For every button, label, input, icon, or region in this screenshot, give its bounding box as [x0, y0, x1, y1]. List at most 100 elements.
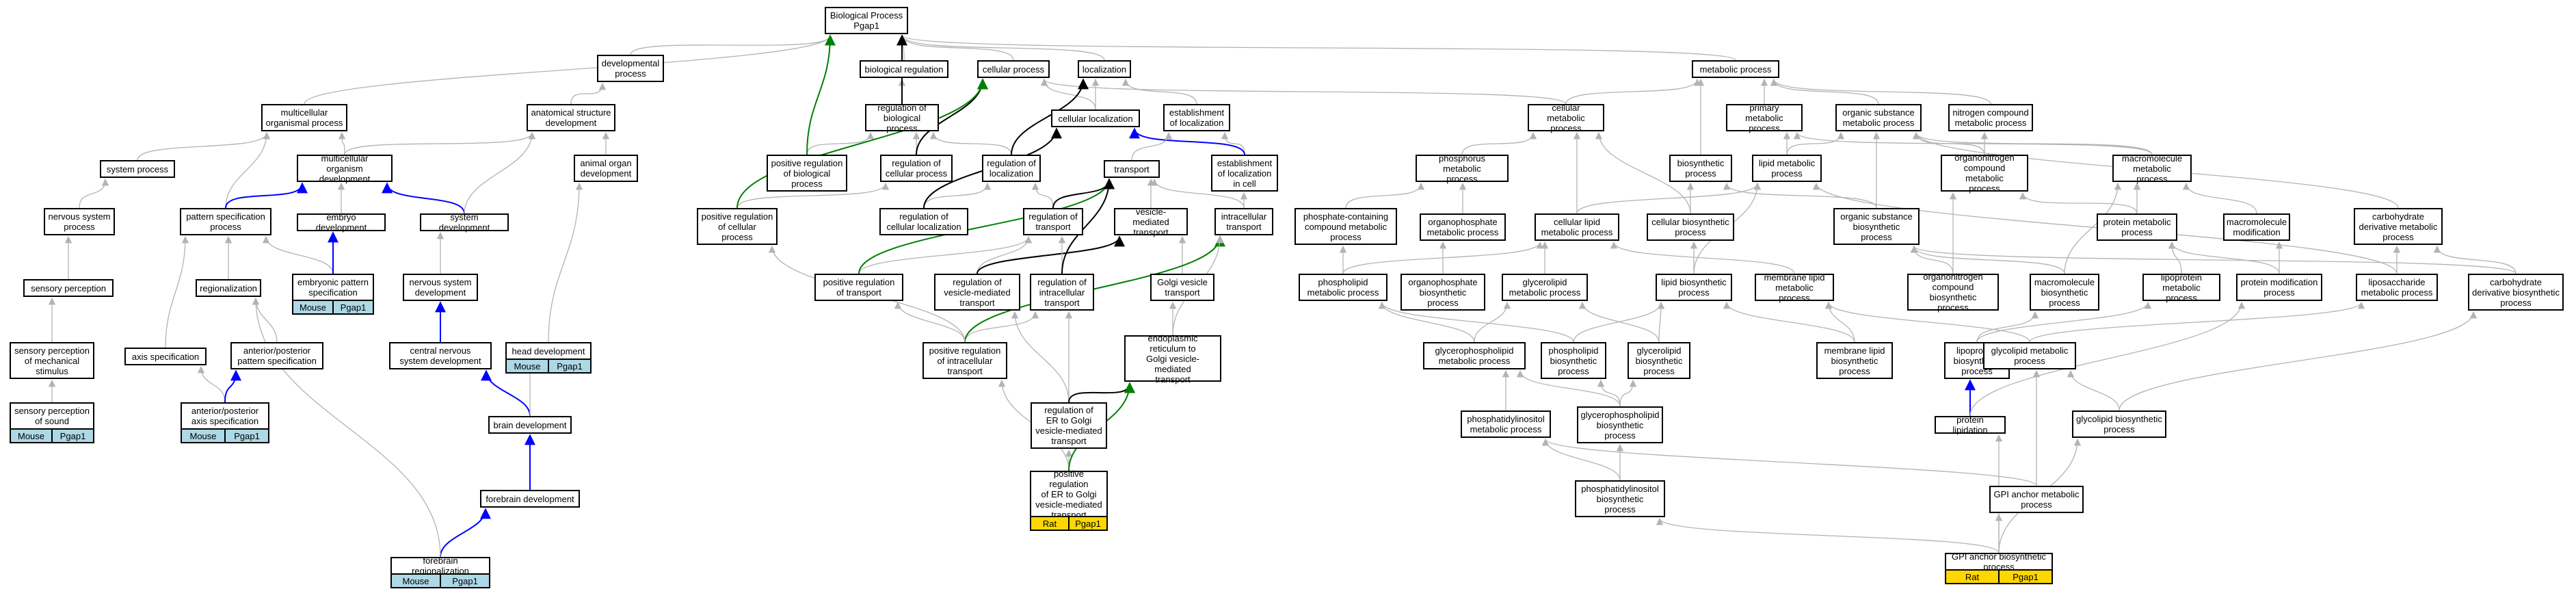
edge-protlipid-to-protmod — [1969, 301, 2246, 417]
go-term-regertogolgi[interactable]: regulation of ER to Golgi vesicle-mediat… — [1031, 402, 1107, 449]
go-term-forebrainreg[interactable]: forebrain regionalization — [390, 556, 490, 576]
go-term-sysproc[interactable]: system process — [100, 160, 175, 178]
go-term-nervsysdev[interactable]: nervous system development — [403, 274, 478, 301]
go-term-senssound[interactable]: sensory perception of sound — [10, 402, 94, 430]
go-term-sensmech[interactable]: sensory perception of mechanical stimulu… — [10, 342, 94, 379]
go-term-cnsdev[interactable]: central nervous system development — [389, 342, 492, 369]
go-term-orgsubbiosyn[interactable]: organic substance biosynthetic process — [1833, 208, 1920, 245]
go-term-primmet[interactable]: primary metabolic process — [1726, 103, 1803, 133]
go-term-bioreg[interactable]: biological regulation — [860, 60, 948, 78]
go-term-lipoprotmet[interactable]: lipoprotein metabolic process — [2142, 272, 2220, 303]
go-term-transport[interactable]: transport — [1104, 160, 1160, 178]
go-term-phospholbiosyn[interactable]: phospholipid biosynthetic process — [1541, 342, 1606, 379]
go-term-regtrans[interactable]: regulation of transport — [1023, 208, 1083, 235]
go-term-braindev[interactable]: brain development — [488, 416, 572, 434]
go-term-multdev[interactable]: multicellular organism development — [297, 153, 393, 184]
go-term-gpibiosyn[interactable]: GPI anchor biosynthetic process — [1945, 551, 2053, 572]
edge-cellloc-to-cellproc — [1040, 78, 1096, 110]
go-term-estloc[interactable]: establishment of localization — [1163, 104, 1230, 131]
go-term-animorgan[interactable]: animal organ development — [574, 155, 638, 182]
go-term-sensperc[interactable]: sensory perception — [23, 279, 114, 297]
go-term-orgnitromet[interactable]: organonitrogen compound metabolic proces… — [1941, 153, 2028, 194]
go-term-protmet[interactable]: protein metabolic process — [2097, 213, 2177, 241]
go-term-macromet[interactable]: macromolecule metabolic process — [2112, 153, 2192, 184]
go-term-posregbp[interactable]: positive regulation of biological proces… — [767, 155, 847, 192]
go-term-posregtrans[interactable]: positive regulation of transport — [814, 274, 903, 301]
edge-regloc-to-regbp — [929, 131, 1012, 155]
go-term-loc[interactable]: localization — [1078, 60, 1131, 78]
go-term-phosinosmet[interactable]: phosphatidylinositol metabolic process — [1461, 410, 1551, 438]
go-term-memlipmet[interactable]: membrane lipid metabolic process — [1755, 272, 1834, 303]
edge-patspec-to-multorgproc — [225, 131, 271, 209]
edge-sysdev-to-multdev — [382, 182, 465, 214]
go-term-forebraindev[interactable]: forebrain development — [480, 490, 580, 508]
go-term-carbdermet[interactable]: carbohydrate derivative metabolic proces… — [2354, 208, 2443, 245]
go-term-cellmet[interactable]: cellular metabolic process — [1528, 103, 1604, 133]
go-term-intratrans[interactable]: intracellular transport — [1214, 208, 1273, 235]
go-term-phospholmet[interactable]: phospholipid metabolic process — [1299, 274, 1387, 301]
go-term-regcell[interactable]: regulation of cellular process — [880, 155, 953, 182]
go-term-posregertogolgi[interactable]: positive regulation of ER to Golgi vesic… — [1030, 469, 1108, 520]
go-term-phoscontmet[interactable]: phosphate-containing compound metabolic … — [1294, 208, 1397, 245]
go-term-orgsubmet[interactable]: organic substance metabolic process — [1835, 104, 1922, 131]
edge-posregbp-to-regbp — [806, 131, 875, 155]
go-term-regcellloc[interactable]: regulation of cellular localization — [879, 208, 968, 235]
go-term-orgphosbiosyn[interactable]: organophosphate biosynthetic process — [1400, 274, 1485, 311]
go-term-multorgproc[interactable]: multicellular organismal process — [261, 104, 347, 131]
go-term-posregcell[interactable]: positive regulation of cellular process — [697, 208, 778, 245]
go-term-sysdev[interactable]: system development — [420, 212, 509, 233]
go-term-apaxis[interactable]: anterior/posterior axis specification — [181, 402, 269, 430]
go-term-carbderbiosyn[interactable]: carbohydrate derivative biosynthetic pro… — [2468, 274, 2564, 311]
go-term-phosmet[interactable]: phosphorus metabolic process — [1416, 153, 1509, 184]
go-term-regionaliz[interactable]: regionalization — [196, 279, 261, 297]
go-term-liposacmet[interactable]: liposaccharide metabolic process — [2356, 274, 2438, 301]
go-term-anatdev[interactable]: anatomical structure development — [527, 104, 615, 131]
go-term-posregintra[interactable]: positive regulation of intracellular tra… — [922, 342, 1007, 379]
go-term-biosyn[interactable]: biosynthetic process — [1669, 155, 1732, 182]
go-term-celllipidmet[interactable]: cellular lipid metabolic process — [1535, 213, 1619, 241]
go-term-golgivesic[interactable]: Golgi vesicle transport — [1150, 274, 1214, 301]
go-term-vesic[interactable]: vesicle-mediated transport — [1114, 207, 1188, 237]
edge-gpibiosyn-to-phosinosbiosyn — [1656, 517, 2000, 553]
go-term-regbp[interactable]: regulation of biological process — [865, 103, 939, 133]
go-term-estlocincell[interactable]: establishment of localization in cell — [1211, 155, 1278, 192]
go-term-glyphosmet[interactable]: glycerophospholipid metabolic process — [1423, 342, 1526, 369]
go-term-lipidmet[interactable]: lipid metabolic process — [1752, 155, 1822, 182]
go-term-glycolmet[interactable]: glycolipid metabolic process — [1983, 342, 2076, 369]
go-term-cellloc[interactable]: cellular localization — [1051, 109, 1140, 127]
go-term-ertogolgi[interactable]: endoplasmic reticulum to Golgi vesicle-m… — [1124, 333, 1221, 384]
go-term-macromod[interactable]: macromolecule modification — [2223, 213, 2290, 241]
go-term-embpatspec[interactable]: embryonic pattern specification — [292, 274, 374, 301]
go-term-gpimet[interactable]: GPI anchor metabolic process — [1989, 486, 2084, 513]
go-term-glycolbiosyn[interactable]: glycolipid biosynthetic process — [2072, 410, 2166, 438]
go-term-macrobiosyn[interactable]: macromolecule biosynthetic process — [2030, 274, 2099, 311]
go-term-protlipid[interactable]: protein lipidation — [1935, 415, 2006, 435]
go-term-nervsysproc[interactable]: nervous system process — [44, 208, 115, 235]
go-term-cellproc[interactable]: cellular process — [977, 60, 1050, 78]
edge-macromod-to-macromet — [2182, 182, 2257, 214]
go-term-regintra[interactable]: regulation of intracellular transport — [1030, 274, 1094, 311]
go-term-lipidbiosyn[interactable]: lipid biosynthetic process — [1656, 274, 1732, 301]
go-term-orgnitrobiosyn[interactable]: organonitrogen compound biosynthetic pro… — [1907, 272, 1999, 313]
go-term-regvesic[interactable]: regulation of vesicle-mediated transport — [934, 274, 1020, 311]
go-term-phosinosbiosyn[interactable]: phosphatidylinositol biosynthetic proces… — [1575, 480, 1665, 517]
go-term-memlipbiosyn[interactable]: membrane lipid biosynthetic process — [1816, 342, 1893, 379]
go-term-devproc[interactable]: developmental process — [597, 55, 664, 82]
go-term-nitromet[interactable]: nitrogen compound metabolic process — [1948, 104, 2033, 131]
go-term-axisspec[interactable]: axis specification — [124, 348, 207, 365]
go-term-patspec[interactable]: pattern specification process — [180, 208, 271, 235]
go-term-cellbiosyn[interactable]: cellular biosynthetic process — [1647, 213, 1734, 241]
go-term-headdev[interactable]: head development — [505, 342, 592, 360]
go-term-glycerolbiosyn[interactable]: glycerolipid biosynthetic process — [1628, 342, 1690, 379]
go-term-protmod[interactable]: protein modification process — [2236, 274, 2322, 301]
annotation-gene: Pgap1 — [548, 360, 590, 372]
go-term-regloc[interactable]: regulation of localization — [982, 155, 1041, 182]
go-term-bp[interactable]: Biological Process Pgap1 — [825, 7, 908, 34]
go-term-glyphosbiosyn[interactable]: glycerophospholipid biosynthetic process — [1577, 406, 1663, 443]
go-term-glycerolmet[interactable]: glycerolipid metabolic process — [1502, 274, 1588, 301]
edge-glycolbiosyn-to-glycolmet — [2067, 369, 2120, 411]
go-term-embdev[interactable]: embryo development — [297, 212, 386, 233]
go-term-apspec[interactable]: anterior/posterior pattern specification — [230, 342, 323, 369]
go-term-orgphosmet[interactable]: organophosphate metabolic process — [1420, 213, 1506, 241]
go-term-metproc[interactable]: metabolic process — [1692, 60, 1779, 78]
